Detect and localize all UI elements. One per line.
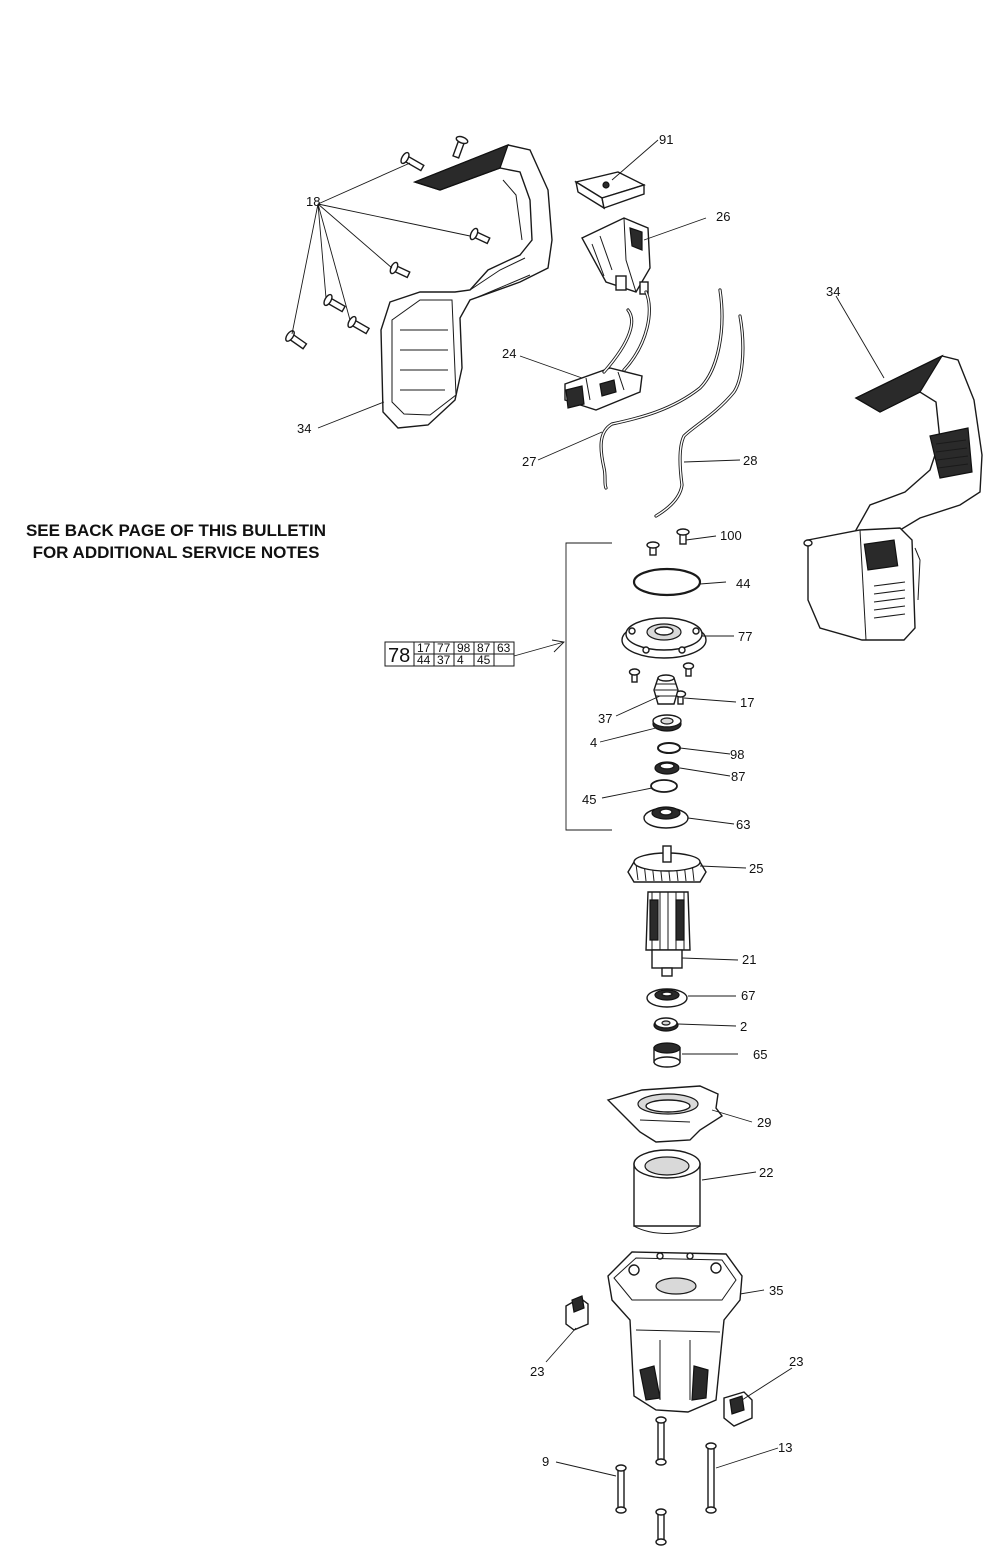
callout-21: 21	[742, 952, 756, 967]
callout-23: 23	[530, 1364, 544, 1379]
kit-cell: 77	[437, 641, 451, 655]
baffle	[606, 1085, 724, 1143]
kit-number: 78	[388, 645, 410, 667]
callout-98: 98	[730, 747, 744, 762]
callout-87: 87	[731, 769, 745, 784]
kit-cell: 4	[457, 653, 464, 667]
callout-100: 100	[720, 528, 742, 543]
washer-87	[654, 761, 680, 775]
callout-2: 2	[740, 1019, 747, 1034]
bearing-4	[652, 714, 682, 732]
callout-34: 34	[826, 284, 840, 299]
callout-4: 4	[590, 735, 597, 750]
screws-100	[646, 528, 690, 556]
switch-button	[574, 171, 646, 210]
callout-17: 17	[740, 695, 754, 710]
armature	[627, 845, 707, 977]
kit-table: 78 17 77 98 87 63 44 37 4 45	[384, 641, 515, 667]
callout-22: 22	[759, 1165, 773, 1180]
callout-77: 77	[738, 629, 752, 644]
bearing-2	[653, 1017, 679, 1032]
bearing-sleeve-65	[653, 1042, 681, 1068]
callout-25: 25	[749, 861, 763, 876]
kit-bracket	[565, 542, 612, 831]
brush-holder	[564, 290, 651, 411]
kit-cell: 98	[457, 641, 471, 655]
callout-24: 24	[502, 346, 516, 361]
kit-cell: 45	[477, 653, 491, 667]
field	[633, 1149, 701, 1234]
callout-13: 13	[778, 1440, 792, 1455]
callout-29: 29	[757, 1115, 771, 1130]
callout-67: 67	[741, 988, 755, 1003]
service-note: SEE BACK PAGE OF THIS BULLETIN FOR ADDIT…	[0, 520, 352, 564]
switch	[581, 217, 651, 295]
callout-27: 27	[522, 454, 536, 469]
spindle-37	[653, 674, 679, 705]
callout-91: 91	[659, 132, 673, 147]
callout-65: 65	[753, 1047, 767, 1062]
callout-9: 9	[542, 1454, 549, 1469]
callout-63: 63	[736, 817, 750, 832]
motor-housing	[607, 1251, 743, 1413]
kit-cell: 17	[417, 641, 431, 655]
kit-cell: 87	[477, 641, 491, 655]
callout-26: 26	[716, 209, 730, 224]
kit-cell: 37	[437, 653, 451, 667]
o-ring	[632, 567, 702, 597]
brush-holder-23-left	[565, 1295, 589, 1331]
kit-cell: 63	[497, 641, 511, 655]
callout-35: 35	[769, 1283, 783, 1298]
callout-37: 37	[598, 711, 612, 726]
retaining-ring-98	[657, 742, 681, 754]
lead-wires	[599, 288, 745, 518]
service-note-line: FOR ADDITIONAL SERVICE NOTES	[32, 543, 320, 562]
callout-34: 34	[297, 421, 311, 436]
kit-cell: 44	[417, 653, 431, 667]
bearing-plate	[621, 617, 707, 659]
callout-45: 45	[582, 792, 596, 807]
service-note-line: SEE BACK PAGE OF THIS BULLETIN	[25, 521, 327, 540]
brush-holder-23-right	[723, 1391, 753, 1427]
bearing-67	[646, 988, 688, 1008]
handle-housing-assembled	[803, 354, 983, 641]
callout-23: 23	[789, 1354, 803, 1369]
bearing-retainer	[643, 806, 689, 829]
leader-lines	[291, 139, 885, 1477]
o-ring-45	[650, 779, 678, 793]
callout-28: 28	[743, 453, 757, 468]
callout-labels: 91 18 26 34 24 34 27 28 100 44 77 37 17 …	[297, 132, 840, 1469]
callout-18: 18	[306, 194, 320, 209]
handle-screws	[285, 135, 491, 350]
callout-44: 44	[736, 576, 750, 591]
housing-screws	[615, 1416, 717, 1546]
handle-housing-left	[380, 143, 553, 429]
